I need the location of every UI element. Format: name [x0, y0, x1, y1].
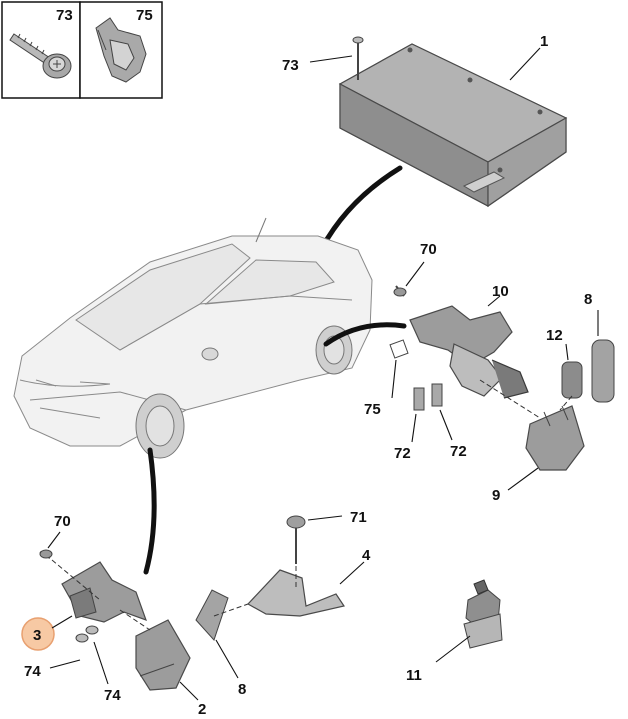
- highlight-3: [21, 617, 55, 651]
- leader-3: [51, 615, 73, 629]
- pointer-ecu: [319, 165, 403, 251]
- callout-70b: 70: [54, 513, 71, 530]
- callout-3: 3: [33, 627, 41, 644]
- leader-12: [565, 343, 569, 361]
- leader-11: [435, 635, 471, 663]
- leader-1: [509, 47, 541, 81]
- inset-label-75: 75: [136, 7, 153, 24]
- leader-4: [339, 561, 365, 585]
- inset-panel: 73 75: [1, 1, 163, 99]
- callout-1: 1: [540, 33, 548, 50]
- leader-70b: [47, 531, 61, 549]
- clip-icon: [95, 17, 147, 83]
- leader-74b: [93, 641, 109, 685]
- callout-73: 73: [282, 57, 299, 74]
- leader-70a: [405, 261, 425, 287]
- callout-74b: 74: [104, 687, 121, 704]
- leader-10: [487, 295, 501, 307]
- ecu-module: [338, 36, 568, 208]
- callout-72b: 72: [450, 443, 467, 460]
- callout-2: 2: [198, 701, 206, 718]
- callout-8b: 8: [238, 681, 246, 698]
- pointer-rear: [323, 322, 407, 347]
- callout-4: 4: [362, 547, 371, 564]
- leader-73: [309, 55, 353, 63]
- leader-9: [507, 467, 539, 491]
- inset-label-73: 73: [56, 7, 73, 24]
- rear-sensor-group: [389, 285, 615, 471]
- callout-8a: 8: [584, 291, 592, 308]
- inset-box-73: [1, 1, 81, 99]
- callout-9: 9: [492, 487, 500, 504]
- switch-part: [463, 579, 503, 649]
- callout-11: 11: [406, 667, 422, 684]
- front-sensor-group: [39, 515, 345, 691]
- leader-71: [307, 515, 343, 521]
- pointer-front: [143, 447, 157, 575]
- callout-75: 75: [364, 401, 381, 418]
- callout-71: 71: [350, 509, 367, 526]
- callout-70a: 70: [420, 241, 437, 258]
- leader-2: [179, 681, 199, 701]
- leader-75: [391, 359, 397, 399]
- leader-72a: [411, 413, 417, 443]
- callout-12: 12: [546, 327, 563, 344]
- leader-74a: [49, 659, 81, 669]
- callout-74a: 74: [24, 663, 41, 680]
- callout-10: 10: [492, 283, 509, 300]
- callout-72a: 72: [394, 445, 411, 462]
- leader-72b: [439, 409, 453, 441]
- leader-8b: [215, 639, 239, 679]
- car-illustration: [13, 217, 373, 459]
- screw-icon: [9, 33, 72, 79]
